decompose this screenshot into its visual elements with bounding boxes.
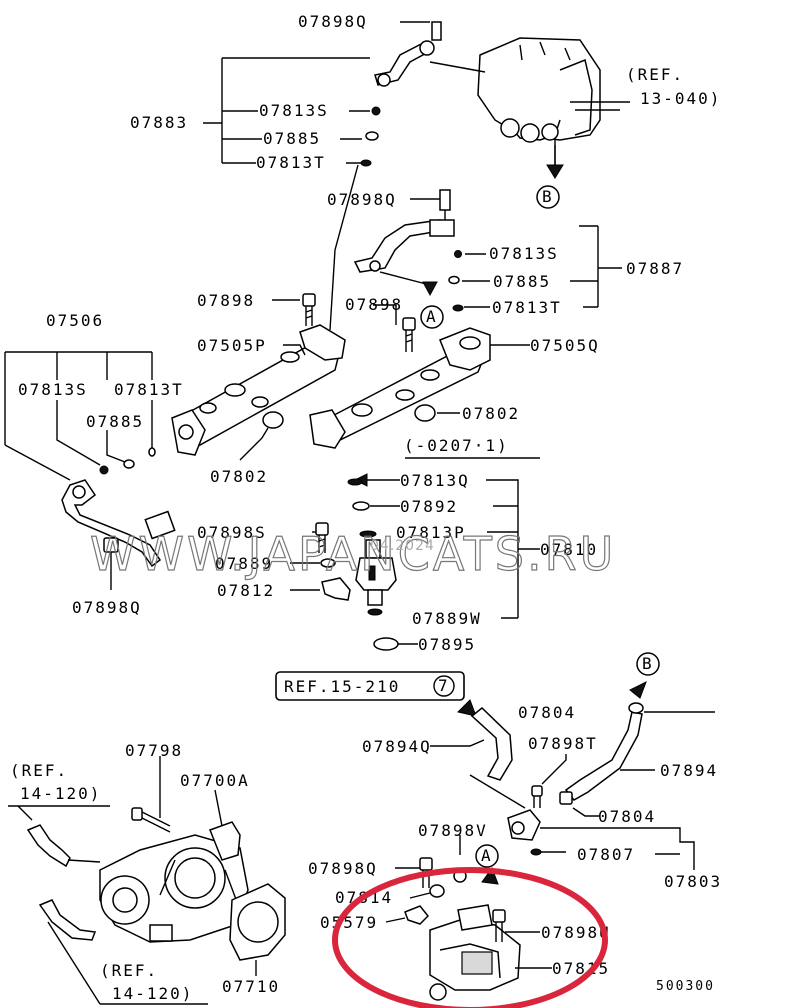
label-07802-right: 07802 — [462, 404, 520, 423]
label-07898Q-lower: 07898Q — [308, 859, 378, 878]
label-07813T-second: 07813T — [492, 298, 562, 317]
insulator-07802-right — [414, 404, 436, 422]
insulator-07802-left — [262, 411, 284, 429]
clamp-07804 — [559, 791, 573, 805]
label-07895: 07895 — [418, 635, 476, 654]
arrow-07813Q — [353, 473, 400, 487]
callout-a-lower: A — [475, 844, 499, 885]
label-05579: 05579 — [320, 913, 378, 932]
label-07894: 07894 — [660, 761, 718, 780]
label-07887: 07887 — [626, 259, 684, 278]
label-07898T: 07898T — [528, 734, 598, 753]
label-07898S: 07898S — [197, 523, 267, 542]
bolt-07898T — [531, 785, 543, 808]
vacuum-fitting — [469, 774, 541, 841]
callout-b-top: B — [536, 185, 560, 209]
svg-text:B: B — [542, 187, 552, 206]
hose-ref-14-120-bottom — [38, 899, 97, 941]
svg-text:A: A — [481, 846, 491, 865]
label-07505P: 07505P — [197, 336, 267, 355]
callout-b-lower: B — [629, 652, 660, 699]
label-07803: 07803 — [664, 872, 722, 891]
bolt-07798 — [131, 807, 171, 833]
label-07883: 07883 — [130, 113, 188, 132]
ref-14-120-top-line2: 14-120) — [20, 784, 101, 803]
hose-ref-14-120-top — [26, 824, 71, 868]
label-07889: 07889 — [215, 554, 273, 573]
ref-0207-1: (-0207·1) — [404, 436, 509, 455]
bolt-07898U — [492, 909, 506, 942]
arrow-up-ref-15-210 — [457, 699, 477, 717]
bolt-07898-left — [302, 293, 316, 326]
label-07898Q-left: 07898Q — [72, 598, 142, 617]
ref-14-120-bottom-line1: (REF. — [100, 961, 158, 980]
diagram-code: 500300 — [656, 979, 715, 994]
clip-07812 — [321, 577, 351, 601]
fuel-rail-07505Q — [309, 327, 491, 449]
label-07885-second: 07885 — [493, 272, 551, 291]
svg-text:REF.15-210: REF.15-210 — [284, 677, 400, 696]
pump-assembly — [477, 37, 620, 168]
hose-07894 — [564, 702, 644, 801]
label-07505Q: 07505Q — [530, 336, 600, 355]
ref-14-120-top-line1: (REF. — [10, 761, 68, 780]
label-07898Q-top: 07898Q — [298, 12, 368, 31]
label-07813S-left: 07813S — [18, 380, 88, 399]
bolt-07898Q-lower — [419, 857, 433, 888]
label-07898Q-second: 07898Q — [327, 190, 397, 209]
fuel-pipe-07883 — [374, 21, 486, 87]
label-07898-left: 07898 — [197, 291, 255, 310]
watermark-small: 04.2024 — [370, 538, 435, 554]
label-07810: 07810 — [540, 540, 598, 559]
label-07807: 07807 — [577, 845, 635, 864]
label-07700A: 07700A — [180, 771, 250, 790]
label-07898-right: 07898 — [345, 295, 403, 314]
gasket-07710 — [229, 883, 286, 961]
callout-a-second: A — [420, 305, 444, 329]
label-07506: 07506 — [46, 311, 104, 330]
label-07710: 07710 — [222, 977, 280, 996]
label-07813S-second: 07813S — [489, 244, 559, 263]
label-07802-left: 07802 — [210, 467, 268, 486]
hose-07894Q — [470, 707, 513, 781]
label-07898V: 07898V — [418, 821, 488, 840]
watermark: WWW.JAPANCATS.RU — [90, 527, 616, 581]
label-07804-top: 07804 — [518, 703, 576, 722]
label-07798: 07798 — [125, 741, 183, 760]
arrow-to-b-top — [546, 145, 564, 179]
label-07813Q: 07813Q — [400, 471, 470, 490]
throttle-body-07700A — [99, 821, 249, 943]
label-07813T-left: 07813T — [114, 380, 184, 399]
svg-text:B: B — [642, 654, 652, 673]
bolt-07898-right — [402, 317, 416, 352]
label-07889W: 07889W — [412, 609, 482, 628]
red-highlight-circle — [332, 867, 608, 1008]
fuel-rail-07505P — [171, 324, 346, 456]
fuel-pipe-07887 — [353, 189, 455, 297]
ref-15-210-box: REF.15-210 7 — [275, 671, 465, 701]
label-07892: 07892 — [400, 497, 458, 516]
label-07813P: 07813P — [396, 523, 466, 542]
ref-14-120-bottom-line2: 14-120) — [112, 984, 193, 1003]
bolt-07898S — [315, 522, 329, 553]
injector — [355, 530, 397, 616]
label-07804-lower: 07804 — [598, 807, 656, 826]
ref-13-040-line2: 13-040) — [640, 89, 721, 108]
label-07812: 07812 — [217, 581, 275, 600]
label-07885-left: 07885 — [86, 412, 144, 431]
label-07813T-top: 07813T — [256, 153, 326, 172]
label-07885-top: 07885 — [263, 129, 321, 148]
label-07894Q: 07894Q — [362, 737, 432, 756]
svg-text:A: A — [426, 307, 436, 326]
ref-13-040-line1: (REF. — [626, 65, 684, 84]
label-07898U: 07898U — [541, 923, 611, 942]
return-pipe-07506 — [61, 479, 176, 568]
label-07813S-top: 07813S — [259, 101, 329, 120]
bracket-07815 — [429, 904, 521, 1001]
svg-text:7: 7 — [438, 676, 448, 695]
